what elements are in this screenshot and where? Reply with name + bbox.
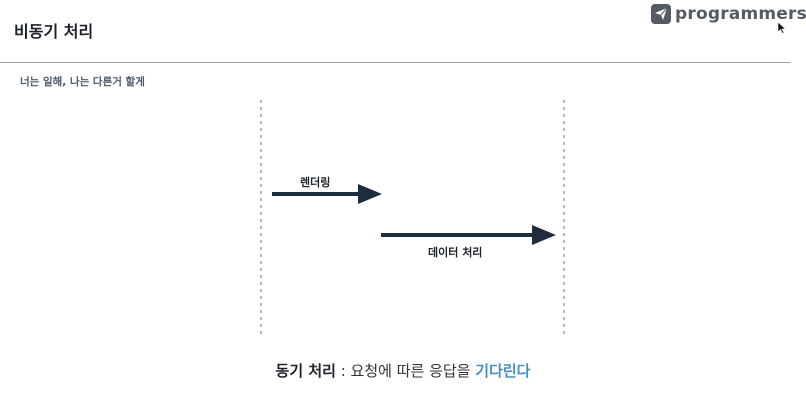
- header-divider: [0, 62, 790, 63]
- slide-caption: 동기 처리 : 요청에 따른 응답을 기다린다: [0, 360, 806, 381]
- paper-plane-icon: [651, 4, 671, 24]
- caption-emphasis: 기다린다: [475, 362, 531, 380]
- caption-separator: :: [335, 362, 351, 380]
- slide-title: 비동기 처리: [14, 22, 94, 41]
- data-processing-label: 데이터 처리: [428, 246, 483, 259]
- data-processing-arrow: [381, 225, 556, 245]
- caption-term: 동기 처리: [275, 362, 336, 380]
- mouse-cursor-icon: [777, 19, 787, 38]
- brand-logo: programmers: [651, 3, 806, 25]
- slide-subtitle: 너는 일해, 나는 다른거 할게: [20, 76, 145, 88]
- caption-middle: 요청에 따른 응답을: [350, 362, 476, 380]
- rendering-arrow: [272, 184, 382, 204]
- rendering-label: 렌더링: [300, 176, 331, 189]
- brand-name: programmers: [675, 4, 806, 24]
